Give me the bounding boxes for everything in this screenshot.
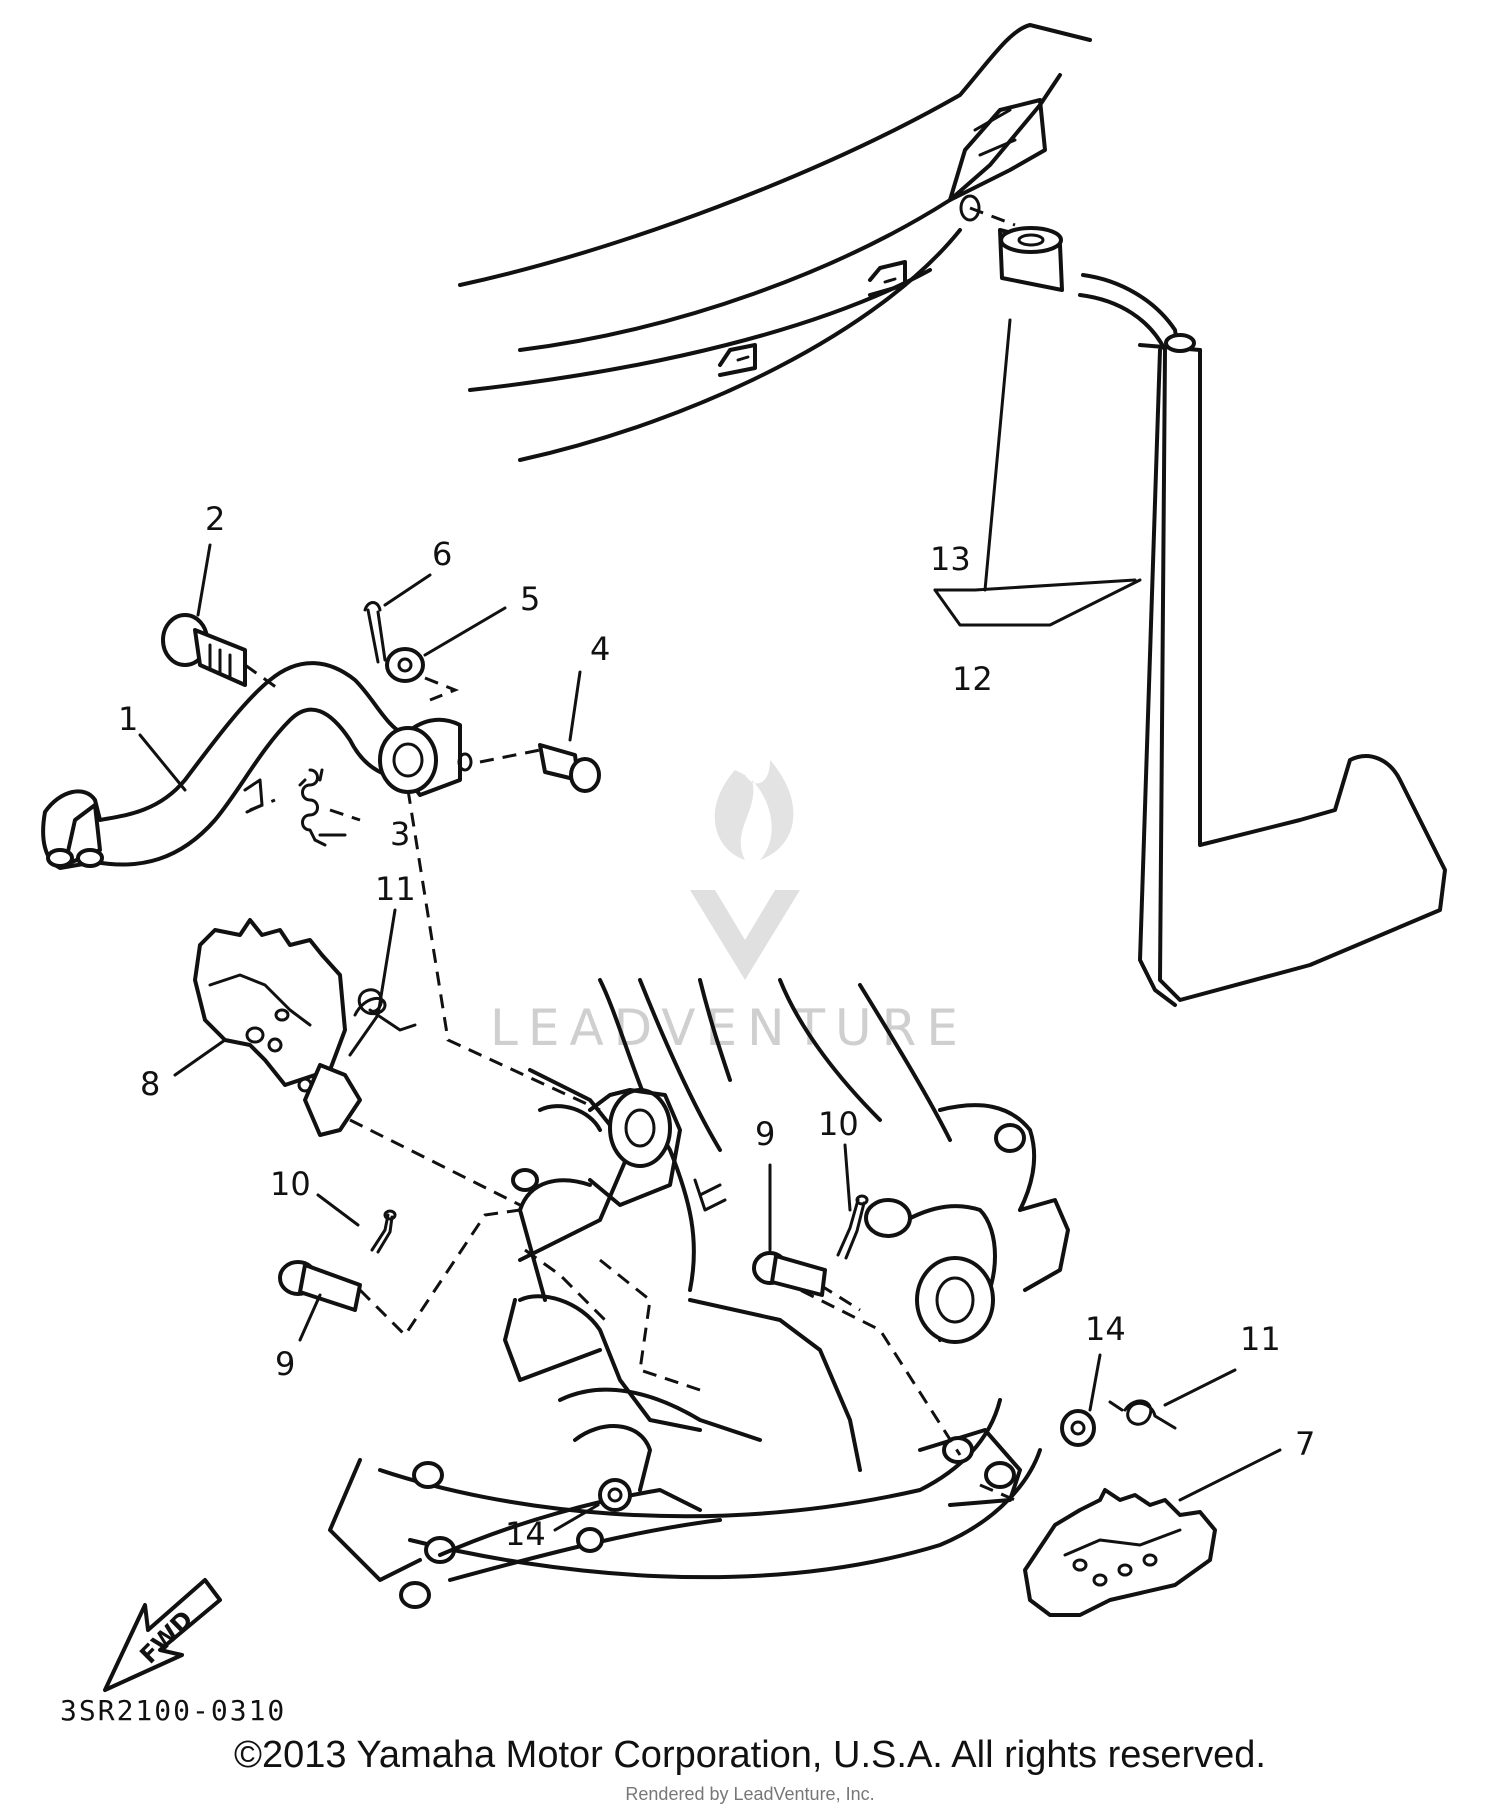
callout-10-left: 10 [270,1165,311,1203]
collar-13 [998,226,1064,292]
callout-10-right: 10 [818,1105,859,1143]
callout-leaders [138,318,1282,1532]
fwd-arrow: FWD [103,1578,222,1692]
footrest-7 [1023,1488,1217,1617]
pin-10-right [836,1194,869,1260]
watermark-text: LEADVENTURE [490,999,968,1057]
spring-11-right [1108,1399,1177,1430]
callout-2: 2 [205,500,225,538]
callout-7: 7 [1295,1425,1315,1463]
washer-5 [385,647,425,683]
bolt-4 [538,743,601,793]
callout-4: 4 [590,630,610,668]
callout-labels: 1 2 3 4 5 6 7 8 9 9 10 10 11 11 12 13 14… [118,500,1315,1553]
brake-pedal-1 [41,661,473,870]
callout-9-left: 9 [275,1345,295,1383]
callout-8: 8 [140,1065,160,1103]
pin-9-right [752,1251,827,1297]
pivot-bolt-2 [161,613,247,687]
callout-14-right: 14 [1085,1310,1126,1348]
cotter-pin-6 [363,601,387,664]
callout-6: 6 [432,535,452,573]
callout-1: 1 [118,700,138,738]
return-spring-3 [298,768,327,847]
callout-3: 3 [390,815,410,853]
washer-14-right [1060,1409,1096,1447]
leadventure-watermark: LEADVENTURE [490,760,968,1057]
callout-5: 5 [520,580,540,618]
stand-12 [1078,273,1447,1007]
callout-14-lower: 14 [505,1515,546,1553]
main-frame [328,978,1070,1609]
callout-13: 13 [930,540,971,578]
rear-frame [458,23,1092,462]
callout-12: 12 [952,660,993,698]
leader-lines [244,663,1016,1502]
footrest-8 [193,918,362,1137]
diagram-code: 3SR2100-0310 [60,1694,286,1727]
callout-11-right: 11 [1240,1320,1281,1358]
pin-9-left [278,1260,362,1312]
callout-9-right: 9 [755,1115,775,1153]
spring-11-left [353,988,417,1032]
copyright-notice: ©2013 Yamaha Motor Corporation, U.S.A. A… [234,1734,1266,1776]
pin-10-left [370,1209,397,1254]
washer-14-lower [598,1478,632,1512]
rendered-by-note: Rendered by LeadVenture, Inc. [625,1784,875,1804]
frame-collar-leader [969,206,1016,227]
callout-11-left: 11 [375,870,416,908]
